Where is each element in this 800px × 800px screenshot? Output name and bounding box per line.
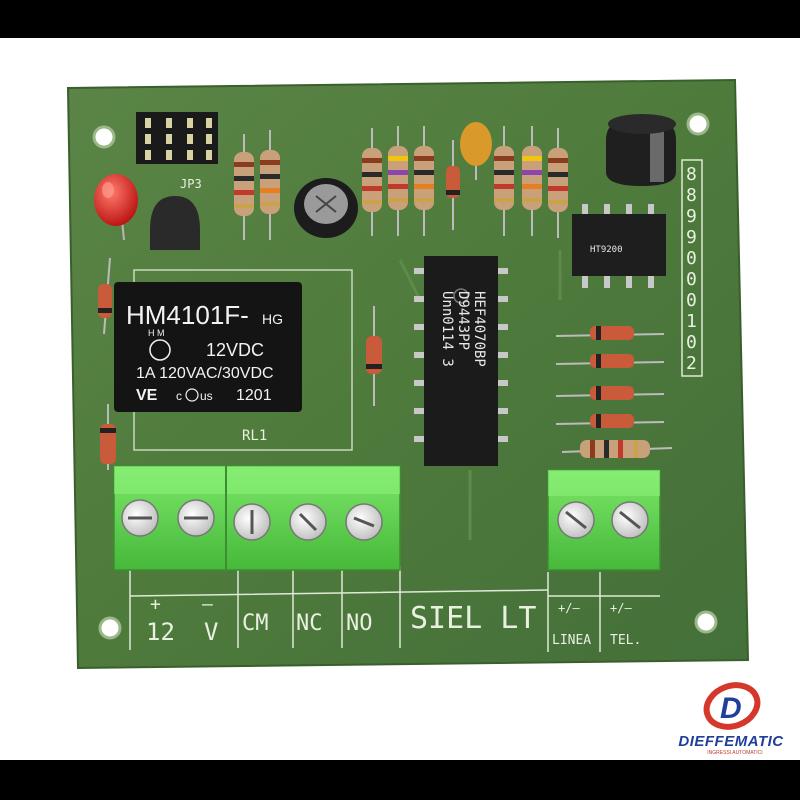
jp3-label: JP3 bbox=[180, 177, 202, 191]
dieffematic-logo: D bbox=[703, 682, 761, 730]
relay-marks: H M bbox=[148, 328, 165, 338]
resistor bbox=[561, 440, 673, 458]
label-supply-v: V bbox=[204, 618, 218, 646]
electrolytic-capacitor bbox=[294, 178, 358, 238]
relay: HM4101F- HG H M 12VDC 1A 120VAC/30VDC VE… bbox=[114, 282, 302, 412]
edge-marker-strip: 8 8 9 9 0 0 0 1 0 2 bbox=[686, 164, 697, 374]
relay-date-code: 1201 bbox=[236, 387, 272, 404]
resistor-array bbox=[234, 126, 568, 240]
red-led bbox=[94, 174, 138, 241]
mounting-hole bbox=[92, 125, 116, 149]
terminal-block-main bbox=[113, 465, 401, 571]
terminal-screw bbox=[177, 499, 215, 537]
relay-brand-icon bbox=[149, 339, 171, 361]
mounting-hole bbox=[98, 616, 122, 640]
resistor bbox=[414, 126, 434, 236]
label-minus: – bbox=[202, 594, 213, 615]
letterbox-top bbox=[0, 0, 800, 38]
electrolytic-capacitor bbox=[606, 114, 676, 186]
label-pm-1: +/– bbox=[558, 601, 580, 615]
relay-ul-icon bbox=[185, 388, 199, 402]
diode bbox=[555, 386, 665, 400]
label-tel: TEL. bbox=[610, 633, 641, 648]
diode bbox=[555, 414, 665, 428]
terminal-screw bbox=[121, 499, 159, 537]
terminal-screw bbox=[557, 501, 595, 539]
main-ic-line3: Unn0114 3 bbox=[439, 291, 455, 367]
mounting-hole bbox=[686, 112, 710, 136]
logo-mark: D bbox=[720, 692, 742, 725]
edge-digit: 8 bbox=[686, 164, 697, 185]
relay-model-suffix: HG bbox=[262, 311, 283, 327]
small-ic: HT9200 bbox=[572, 204, 666, 288]
relay-model: HM4101F- bbox=[126, 300, 249, 330]
diode bbox=[555, 354, 665, 368]
relay-ref-label: RL1 bbox=[242, 428, 267, 444]
edge-digit: 0 bbox=[686, 248, 697, 269]
diode bbox=[446, 140, 460, 230]
relay-vde-icon: VE bbox=[136, 387, 158, 404]
main-ic-line2: D9443PP bbox=[455, 291, 471, 350]
diode-bank bbox=[555, 326, 673, 458]
edge-digit: 9 bbox=[686, 227, 697, 248]
resistor bbox=[548, 128, 568, 238]
resistor bbox=[522, 126, 542, 236]
relay-cert: c bbox=[176, 389, 182, 403]
edge-digit: 0 bbox=[686, 269, 697, 290]
relay-rating: 1A 120VAC/30VDC bbox=[136, 365, 274, 382]
main-ic-line1: HEF4070BP bbox=[471, 291, 487, 367]
transistor bbox=[150, 196, 200, 250]
edge-digit: 9 bbox=[686, 206, 697, 227]
ceramic-capacitor bbox=[460, 122, 492, 180]
resistor bbox=[260, 130, 280, 240]
logo-name: DIEFFEMATIC bbox=[678, 733, 784, 750]
label-nc: NC bbox=[296, 611, 323, 636]
terminal-block-line bbox=[547, 469, 661, 571]
diode bbox=[100, 404, 116, 470]
main-ic: HEF4070BP D9443PP Unn0114 3 bbox=[414, 256, 508, 466]
relay-cert-us: us bbox=[200, 389, 213, 403]
terminal-screw bbox=[345, 503, 383, 541]
label-supply-12: 12 bbox=[146, 618, 175, 646]
jp3-header bbox=[136, 112, 218, 164]
letterbox-bottom bbox=[0, 760, 800, 800]
terminal-screw bbox=[611, 501, 649, 539]
label-no: NO bbox=[346, 611, 373, 636]
resistor bbox=[494, 126, 514, 236]
terminal-screw bbox=[289, 503, 327, 541]
edge-digit: 2 bbox=[686, 353, 697, 374]
edge-digit: 0 bbox=[686, 332, 697, 353]
label-plus: + bbox=[150, 594, 161, 615]
small-ic-label: HT9200 bbox=[590, 245, 623, 255]
resistor bbox=[234, 134, 254, 240]
resistor bbox=[362, 128, 382, 236]
relay-coil: 12VDC bbox=[206, 340, 264, 360]
diode bbox=[555, 326, 665, 340]
diode bbox=[98, 257, 112, 335]
mounting-hole bbox=[694, 610, 718, 634]
label-linea: LINEA bbox=[552, 633, 591, 648]
board-name: SIEL LT bbox=[410, 601, 536, 636]
diode bbox=[366, 306, 382, 406]
label-pm-2: +/– bbox=[610, 601, 632, 615]
logo-tagline: INGRESSI AUTOMATICI bbox=[707, 750, 763, 756]
terminal-screw bbox=[233, 503, 271, 541]
resistor bbox=[388, 126, 408, 236]
edge-digit: 0 bbox=[686, 290, 697, 311]
edge-digit: 8 bbox=[686, 185, 697, 206]
label-cm: CM bbox=[242, 611, 269, 636]
edge-digit: 1 bbox=[686, 311, 697, 332]
